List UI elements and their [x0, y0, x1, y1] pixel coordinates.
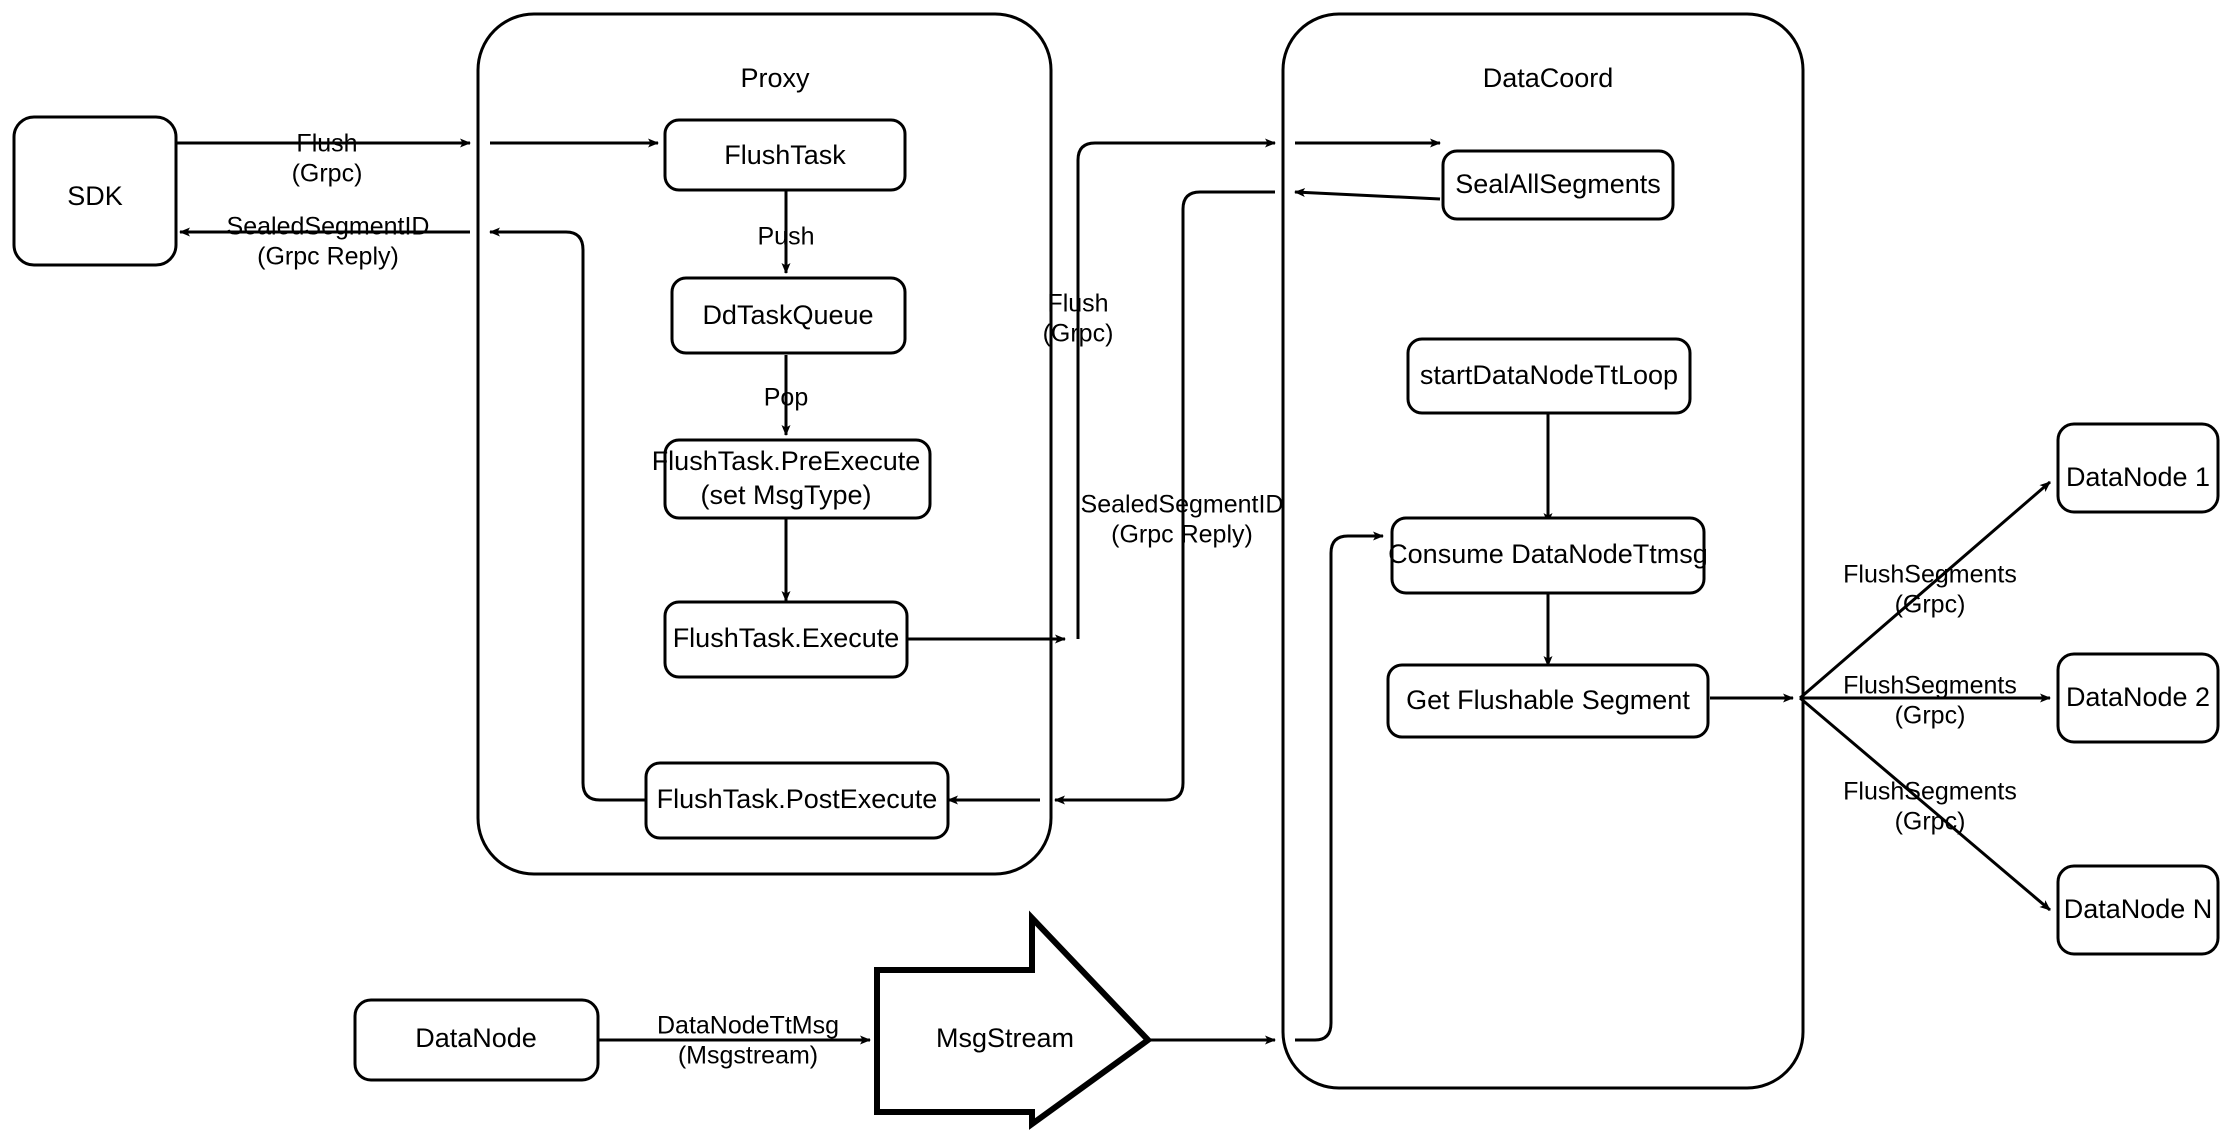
dn-to-msgstream-line2: (Msgstream) — [678, 1042, 818, 1070]
pop-label: Pop — [764, 384, 808, 412]
fs1-line2: (Grpc) — [1895, 591, 1966, 619]
edge-label-pop: Pop — [764, 384, 808, 412]
startdatanodettloop-rect[interactable] — [1406, 337, 1692, 415]
datanode2-rect[interactable] — [2056, 652, 2220, 744]
edge-label-flushsegments-1: FlushSegments (Grpc) — [1843, 561, 2017, 619]
fsn-line2: (Grpc) — [1895, 808, 1966, 836]
edge-datacoord-reply-rail — [1054, 190, 1275, 805]
edge-label-proxy-to-datacoord: Flush (Grpc) — [1043, 290, 1114, 348]
ddtaskqueue-label: DdTaskQueue — [702, 300, 873, 330]
sdk-to-proxy-line1: Flush — [296, 130, 357, 158]
datanode-bottom-label: DataNode — [415, 1023, 537, 1053]
node-flushtask[interactable]: FlushTask — [663, 118, 907, 192]
edge-flush-rail-to-datacoord — [1076, 138, 1276, 639]
node-datanode2[interactable]: DataNode 2 — [2056, 652, 2220, 744]
edge-label-datacoord-to-proxy: SealedSegmentID (Grpc Reply) — [1081, 491, 1284, 549]
sdk-label: SDK — [67, 181, 123, 211]
postexecute-rect[interactable] — [644, 761, 950, 840]
edge-label-flushsegments-2: FlushSegments (Grpc) — [1843, 672, 2017, 730]
dc-to-proxy-line1: SealedSegmentID — [1081, 491, 1284, 519]
flushtask-label: FlushTask — [724, 140, 846, 170]
edge-label-datanode-to-msgstream: DataNodeTtMsg (Msgstream) — [657, 1012, 839, 1070]
proxy-container-label: Proxy — [740, 63, 810, 93]
node-flushtask-execute[interactable]: FlushTask.Execute — [663, 600, 909, 679]
datanode1-rect[interactable] — [2056, 422, 2220, 514]
node-datanoden[interactable]: DataNode N — [2056, 864, 2220, 956]
flushtask-rect[interactable] — [663, 118, 907, 192]
proxy-to-sdk-line2: (Grpc Reply) — [257, 243, 399, 271]
node-datanode1[interactable]: DataNode 1 — [2056, 422, 2220, 514]
node-msgstream[interactable]: MsgStream — [874, 910, 1153, 1130]
node-get-flushable-segment[interactable]: Get Flushable Segment — [1386, 663, 1710, 739]
datanoden-label: DataNode N — [2064, 894, 2213, 924]
node-ddtaskqueue[interactable]: DdTaskQueue — [670, 276, 907, 355]
datacoord-container-label: DataCoord — [1483, 63, 1614, 93]
edge-hub-to-datanoden — [1799, 696, 2051, 912]
execute-rect[interactable] — [663, 600, 909, 679]
node-flushtask-postexecute[interactable]: FlushTask.PostExecute — [644, 761, 950, 840]
get-flushable-segment-label: Get Flushable Segment — [1406, 685, 1690, 715]
dc-to-proxy-line2: (Grpc Reply) — [1111, 521, 1253, 549]
consume-datanodettmsg-label: Consume DataNodeTtmsg — [1388, 539, 1708, 569]
edge-postexecute-to-sdkreply — [489, 227, 645, 802]
edge-label-sdk-to-proxy: Flush (Grpc) — [292, 130, 363, 188]
node-flushtask-preexecute[interactable]: FlushTask.PreExecute (set MsgType) — [652, 438, 932, 520]
datanoden-rect[interactable] — [2056, 864, 2220, 956]
edge-msgstream-rail-to-consume — [1295, 531, 1384, 1042]
preexecute-label-line2: (set MsgType) — [700, 480, 871, 510]
node-consume-datanodettmsg[interactable]: Consume DataNodeTtmsg — [1388, 516, 1708, 595]
preexecute-label-line1: FlushTask.PreExecute — [652, 446, 921, 476]
msgstream-arrow-shape[interactable] — [874, 910, 1153, 1130]
consume-datanodettmsg-rect[interactable] — [1390, 516, 1706, 595]
dn-to-msgstream-line1: DataNodeTtMsg — [657, 1012, 839, 1040]
proxy-to-dc-line2: (Grpc) — [1043, 320, 1114, 348]
sealallsegments-label: SealAllSegments — [1455, 169, 1661, 199]
startdatanodettloop-label: startDataNodeTtLoop — [1420, 360, 1678, 390]
get-flushable-segment-rect[interactable] — [1386, 663, 1710, 739]
fs2-line2: (Grpc) — [1895, 702, 1966, 730]
preexecute-rect[interactable] — [663, 438, 932, 520]
execute-label: FlushTask.Execute — [673, 623, 900, 653]
node-sealallsegments[interactable]: SealAllSegments — [1441, 149, 1675, 221]
msgstream-label: MsgStream — [936, 1023, 1074, 1053]
fsn-line1: FlushSegments — [1843, 778, 2017, 806]
proxy-to-sdk-line1: SealedSegmentID — [227, 213, 430, 241]
datanode1-label: DataNode 1 — [2066, 462, 2210, 492]
node-datanode-bottom[interactable]: DataNode — [353, 998, 600, 1082]
postexecute-label: FlushTask.PostExecute — [657, 784, 938, 814]
ddtaskqueue-rect[interactable] — [670, 276, 907, 355]
fs2-line1: FlushSegments — [1843, 672, 2017, 700]
datanode-bottom-rect[interactable] — [353, 998, 600, 1082]
node-startdatanodettloop[interactable]: startDataNodeTtLoop — [1406, 337, 1692, 415]
edge-label-flushsegments-n: FlushSegments (Grpc) — [1843, 778, 2017, 836]
edge-hub-to-datanode1 — [1799, 480, 2051, 700]
proxy-to-dc-line1: Flush — [1047, 290, 1108, 318]
sdk-to-proxy-line2: (Grpc) — [292, 160, 363, 188]
edge-label-push: Push — [758, 223, 815, 251]
edge-label-proxy-to-sdk: SealedSegmentID (Grpc Reply) — [227, 213, 430, 271]
fs1-line1: FlushSegments — [1843, 561, 2017, 589]
sealallsegments-rect[interactable] — [1441, 149, 1675, 221]
datanode2-label: DataNode 2 — [2066, 682, 2210, 712]
sdk-rect[interactable] — [12, 115, 178, 267]
push-label: Push — [758, 223, 815, 251]
node-sdk[interactable]: SDK — [12, 115, 178, 267]
edge-sealallsegments-to-boundary — [1294, 187, 1441, 201]
